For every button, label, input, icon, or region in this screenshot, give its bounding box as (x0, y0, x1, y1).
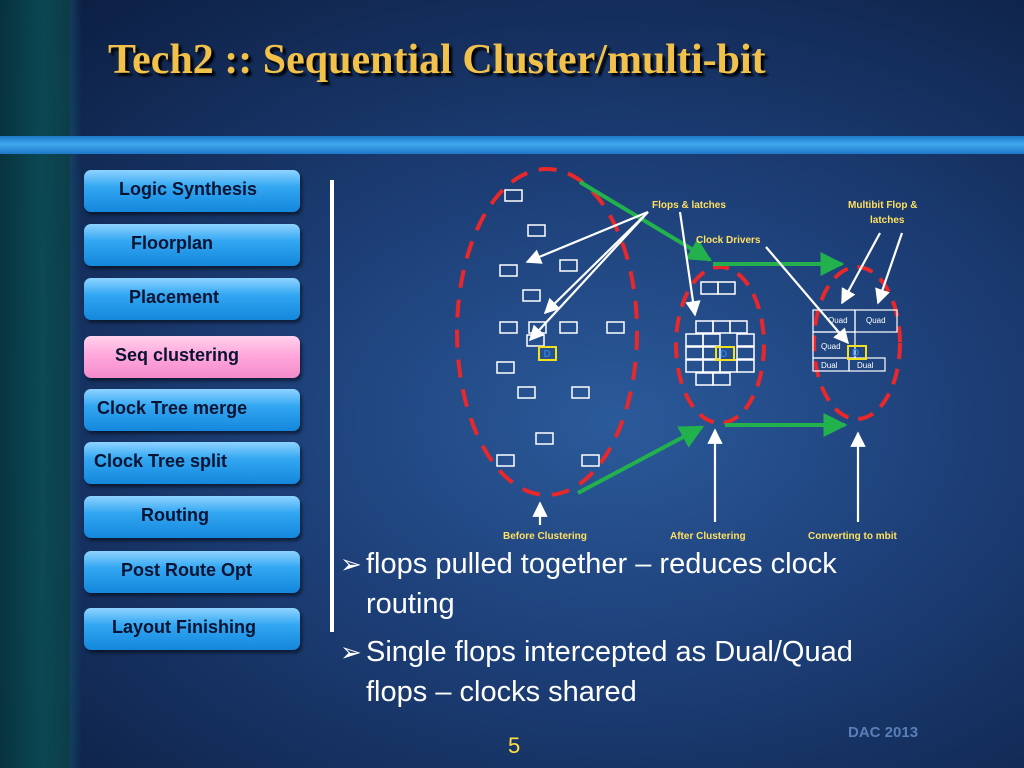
label-converting-mbit: Converting to mbit (808, 531, 898, 542)
flow-step-logic-synthesis[interactable]: Logic Synthesis (84, 170, 300, 212)
scattered-flops (496, 189, 625, 467)
flow-step-label: Clock Tree split (94, 451, 228, 471)
bullet-item: ➢ flops pulled together – reduces clock … (340, 544, 980, 624)
quad-cell-label: Quad (821, 342, 841, 351)
quad-cell-label: Quad (866, 316, 886, 325)
flow-step-label: Placement (129, 287, 220, 307)
label-after-clustering: After Clustering (670, 531, 746, 542)
label-flops-latches: Flops & latches (652, 200, 726, 211)
left-decor-glow (70, 0, 82, 768)
flow-step-label: Clock Tree merge (97, 398, 248, 418)
flow-step-layout-finishing[interactable]: Layout Finishing (84, 608, 300, 650)
arrow-bullet-icon: ➢ (340, 637, 362, 667)
clock-driver-mbit (847, 345, 867, 360)
slide-title: Tech2 :: Sequential Cluster/multi-bit (108, 37, 766, 83)
bullet-text: Single flops intercepted as Dual/Quad (366, 636, 853, 668)
after-cluster-outline (674, 265, 766, 425)
flow-step-floorplan[interactable]: Floorplan (84, 224, 300, 266)
bullet-item: ➢ Single flops intercepted as Dual/Quad … (340, 632, 980, 712)
clustered-flops (685, 281, 755, 386)
clock-driver-after (715, 346, 735, 361)
flow-step-label: Seq clustering (115, 345, 240, 365)
before-cluster-outline (455, 167, 639, 497)
flow-step-clock-tree-split[interactable]: Clock Tree split (84, 442, 300, 484)
clustering-diagram: D D Quad Quad Quad Dual Dual D (455, 167, 917, 542)
bullet-text: routing (366, 588, 455, 620)
arrow-bullet-icon: ➢ (340, 549, 362, 579)
flow-step-label: Routing (141, 505, 209, 525)
clock-driver-before (538, 346, 557, 361)
flow-step-seq-clustering[interactable]: Seq clustering (84, 336, 300, 378)
flow-step-label: Floorplan (131, 233, 213, 253)
left-decor-band (0, 0, 70, 768)
label-multibit-line2: latches (870, 215, 905, 226)
footer-text: DAC 2013 (848, 724, 919, 741)
flow-step-placement[interactable]: Placement (84, 278, 300, 320)
bullet-text: flops – clocks shared (366, 676, 637, 708)
driver-letter: D (852, 348, 859, 359)
label-multibit-line1: Multibit Flop & (848, 200, 917, 211)
flow-step-post-route-opt[interactable]: Post Route Opt (84, 551, 300, 593)
bullet-list: ➢ flops pulled together – reduces clock … (340, 544, 980, 720)
dual-cell-label: Dual (821, 361, 838, 370)
flow-step-clock-tree-merge[interactable]: Clock Tree merge (84, 389, 300, 431)
quad-cell-label: Quad (828, 316, 848, 325)
flow-step-label: Layout Finishing (112, 617, 256, 637)
dual-cell-label: Dual (857, 361, 874, 370)
flow-step-label: Post Route Opt (121, 560, 252, 580)
bullet-text: flops pulled together – reduces clock (366, 548, 837, 580)
vertical-divider (330, 180, 334, 632)
page-number: 5 (508, 733, 521, 758)
flow-arrows (577, 180, 848, 495)
label-clock-drivers: Clock Drivers (696, 235, 761, 246)
label-before-clustering: Before Clustering (503, 531, 587, 542)
title-accent-bar (0, 136, 1024, 154)
driver-letter: D (720, 349, 727, 360)
flow-step-label: Logic Synthesis (119, 179, 258, 199)
driver-letter: D (544, 349, 551, 360)
mbit-cluster-outline (812, 265, 902, 421)
flow-step-routing[interactable]: Routing (84, 496, 300, 538)
pointer-arrows (525, 210, 904, 525)
